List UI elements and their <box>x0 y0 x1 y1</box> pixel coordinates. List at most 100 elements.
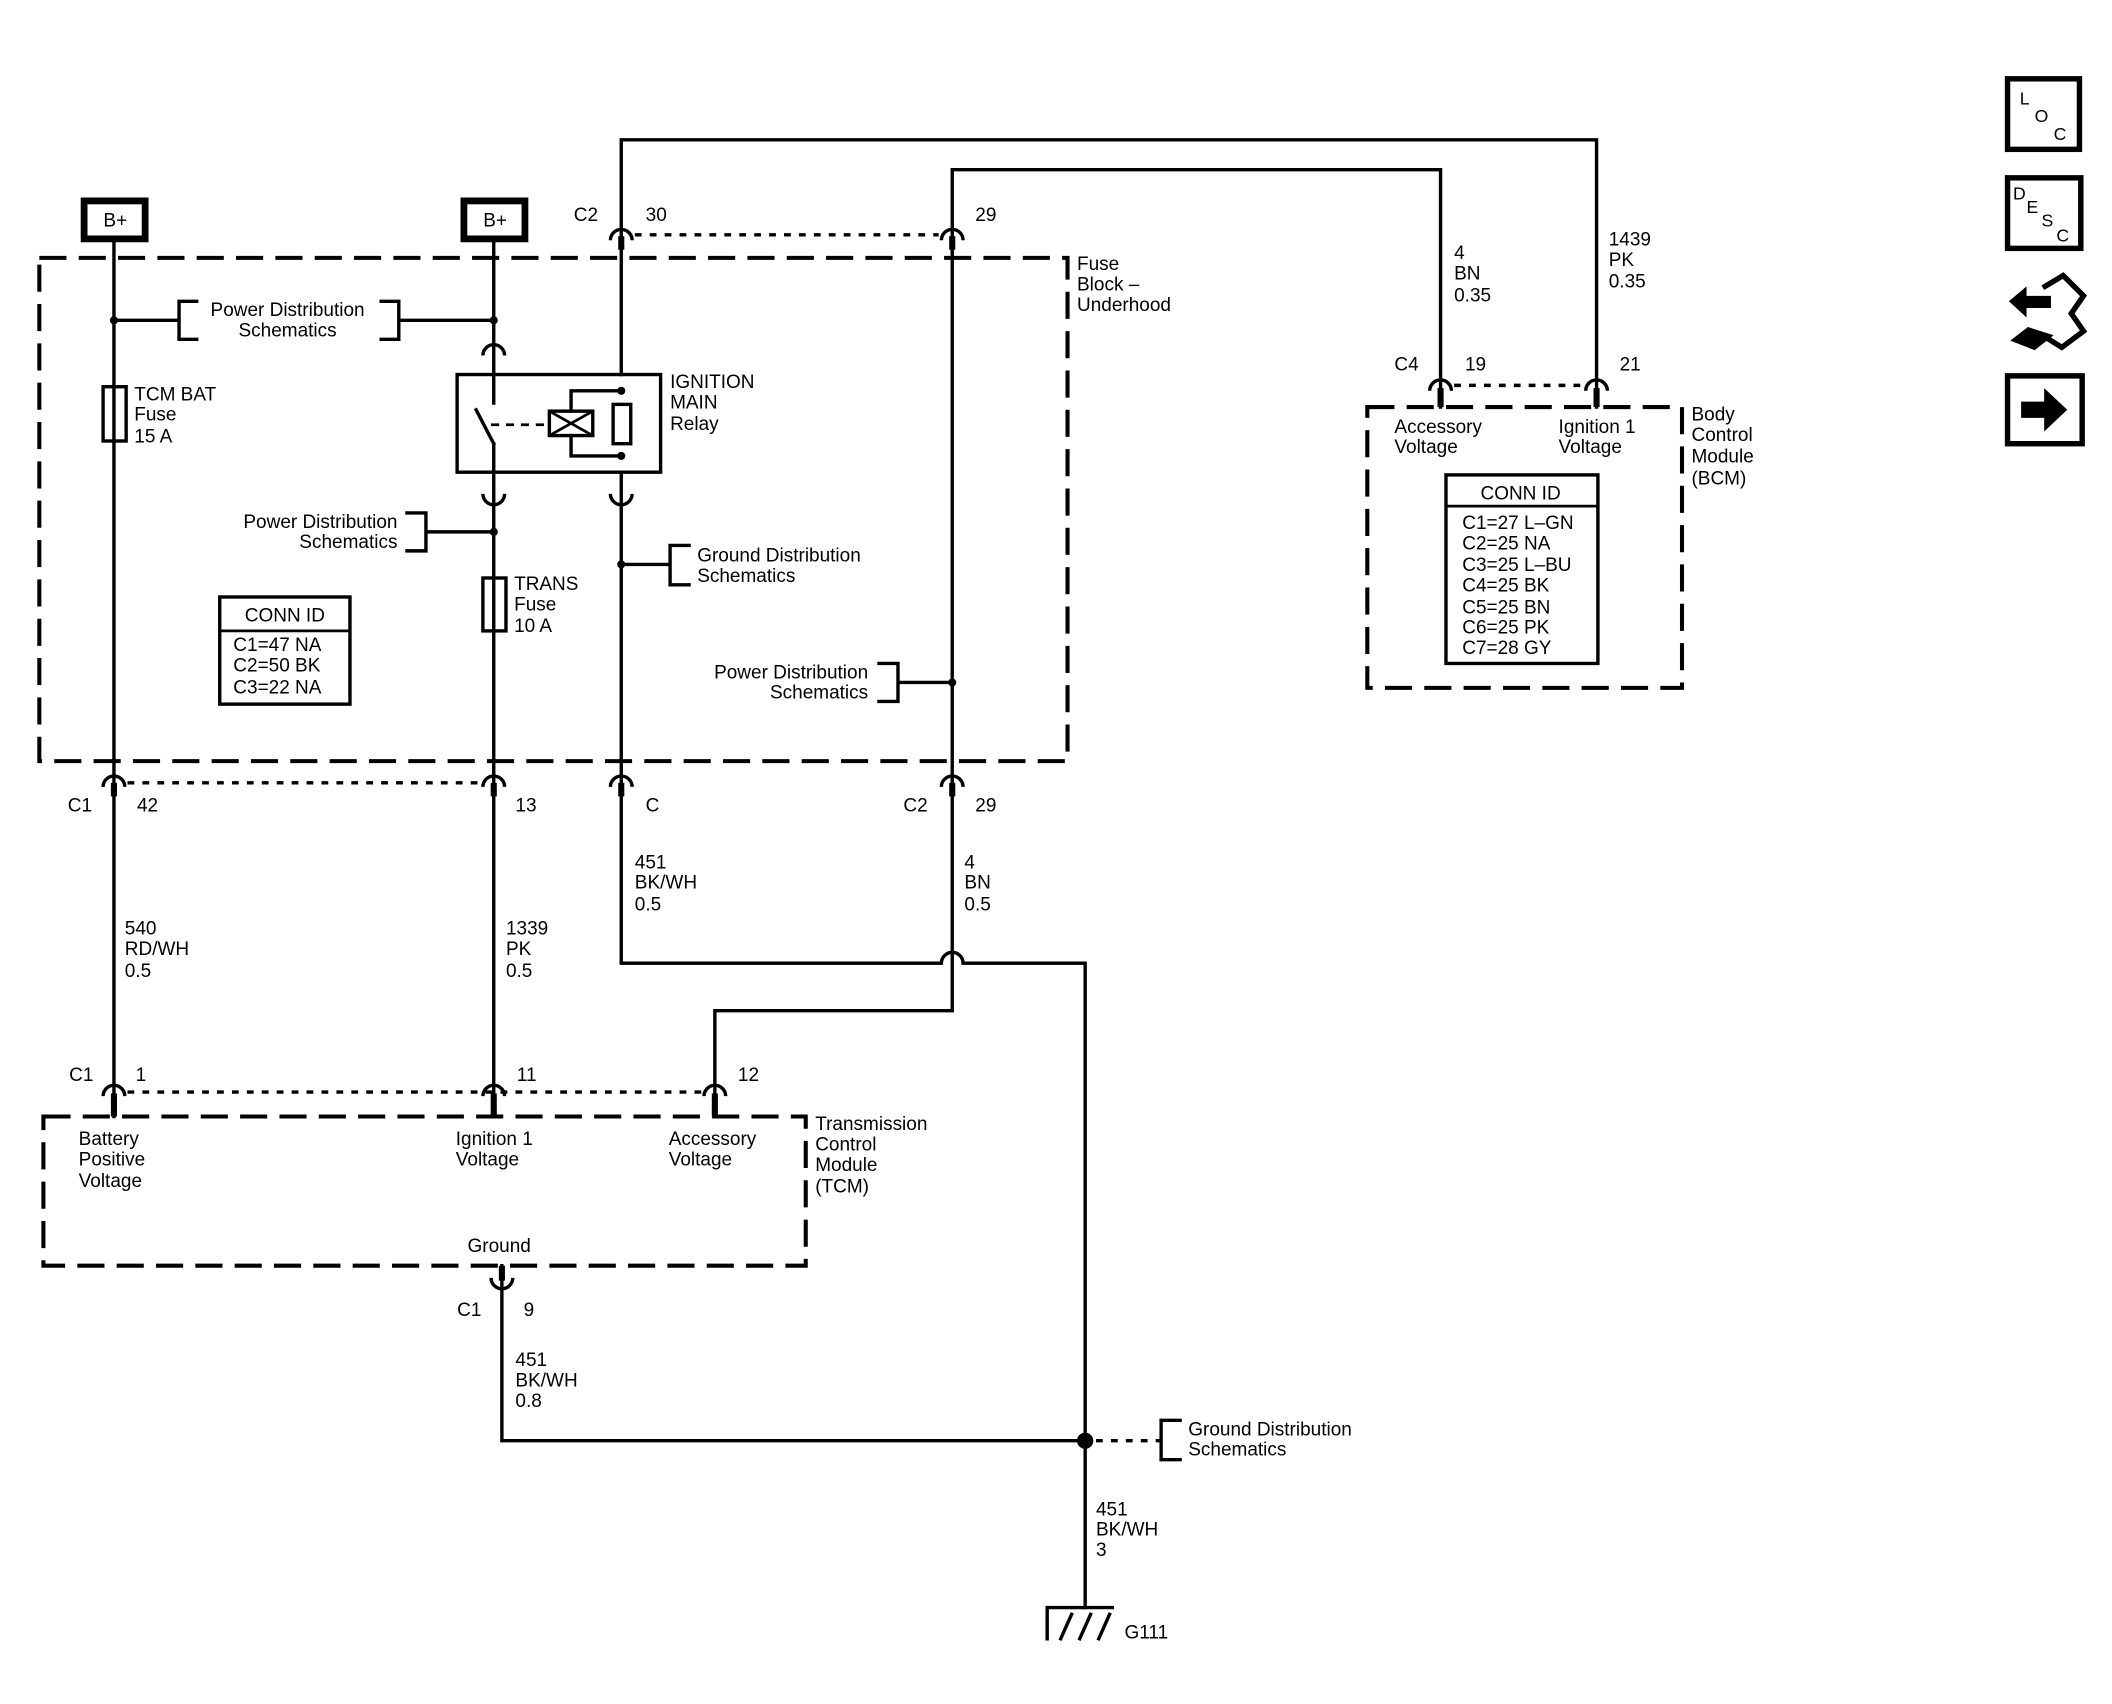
power-distribution-low-line1[interactable]: Power Distribution <box>714 662 868 683</box>
circuit-labels: 451 BK/WH 0.5 4 BN 0.5 540 RD/WH 0.5 133… <box>125 230 1651 1561</box>
power-distribution-mid-line2[interactable]: Schematics <box>299 532 397 553</box>
bottom-connector-c1-label: C1 <box>68 795 92 816</box>
ground-distribution-link-bottom[interactable]: Ground Distribution Schematics <box>1159 1418 1352 1462</box>
b-plus-right-label: B+ <box>483 211 507 232</box>
power-distribution-top-line1[interactable]: Power Distribution <box>211 300 365 321</box>
right-arrow-icon[interactable] <box>2004 373 2085 447</box>
ground-distribution-fuse-block-line2[interactable]: Schematics <box>697 566 795 587</box>
connector-bcm-c4-pin-19 <box>1428 378 1454 391</box>
ground-distribution-link-fuse-block[interactable]: Ground Distribution Schematics <box>619 543 861 587</box>
ground-distribution-fuse-block-bracket <box>619 543 691 587</box>
circuit-451-gauge: 0.5 <box>635 894 661 915</box>
bcm-accessory-voltage-line1: Accessory <box>1394 417 1482 438</box>
tcm-pin-11-label: 11 <box>517 1065 537 1086</box>
fuse-block-label-line3: Underhood <box>1077 295 1171 316</box>
relay-coil-leads <box>569 389 623 458</box>
circuit-451-tcm-number: 451 <box>515 1350 547 1371</box>
top-connector-pin-29-label: 29 <box>975 205 996 226</box>
power-distribution-low-bracket <box>877 661 954 704</box>
ground-distribution-bottom-line2[interactable]: Schematics <box>1188 1440 1286 1461</box>
power-distribution-link-low[interactable]: Power Distribution Schematics <box>714 661 954 704</box>
splice-dot <box>617 451 626 460</box>
desc-icon-frame[interactable] <box>2004 175 2084 252</box>
circuit-4-color: BN <box>964 873 990 894</box>
bcm-pin-21-label: 21 <box>1620 354 1641 375</box>
ignition-main-relay-label-line3: Relay <box>670 414 719 435</box>
connector-c2-pin-30 <box>608 227 634 241</box>
circuit-1339-gauge: 0.5 <box>506 961 532 982</box>
conn-id-row: C2=50 BK <box>233 656 320 677</box>
circuit-540-gauge: 0.5 <box>125 961 151 982</box>
conn-id-header: CONN ID <box>1481 483 1561 504</box>
connector-end-view-icon[interactable] <box>2008 272 2088 351</box>
loc-icon[interactable]: L O C <box>2004 76 2083 153</box>
circuit-4-bcm-gauge: 0.35 <box>1454 285 1491 306</box>
connector-icon-wrench[interactable] <box>2010 327 2054 351</box>
circuit-451-g111-color: BK/WH <box>1096 1520 1158 1541</box>
desc-icon-letter: E <box>2027 197 2039 217</box>
relay-outline <box>455 372 663 474</box>
tcm-label-line1: Transmission <box>815 1114 927 1135</box>
wires <box>112 138 1599 1610</box>
power-distribution-link-top[interactable]: Power Distribution Schematics <box>112 299 496 342</box>
power-distribution-mid-bracket <box>405 511 496 553</box>
conn-id-row: C7=28 GY <box>1462 638 1552 659</box>
trans-fuse-label-line2: Fuse <box>514 595 556 616</box>
bottom-connector-pin-42-label: 42 <box>137 795 158 816</box>
ground-splice <box>1077 1432 1094 1449</box>
circuit-1439-gauge: 0.35 <box>1609 272 1646 293</box>
ground-distribution-bottom-line1[interactable]: Ground Distribution <box>1188 1419 1352 1440</box>
loc-icon-frame[interactable] <box>2004 76 2083 153</box>
bcm-label-line1: Body <box>1691 405 1735 426</box>
circuit-451-g111-gauge: 3 <box>1096 1540 1107 1561</box>
top-connector-pin-30-label: 30 <box>646 205 667 226</box>
bcm-ignition-1-voltage-line2: Voltage <box>1559 437 1622 458</box>
b-plus-right-box <box>460 197 529 243</box>
power-distribution-low-line2[interactable]: Schematics <box>770 683 868 704</box>
tcm-label-line4: (TCM) <box>815 1176 869 1197</box>
connector-icon-arrow[interactable] <box>2008 286 2051 318</box>
bcm-pin-19-label: 19 <box>1465 354 1486 375</box>
circuit-4-gauge: 0.5 <box>964 894 990 915</box>
fuse-block-label-line2: Block – <box>1077 274 1140 295</box>
ground-section: Ground Distribution Schematics G111 <box>1045 1418 1352 1644</box>
power-distribution-mid-line1[interactable]: Power Distribution <box>243 512 397 533</box>
tcm-label-line2: Control <box>815 1134 876 1155</box>
power-distribution-top-line2[interactable]: Schematics <box>239 321 337 342</box>
tcm-battery-positive-voltage-line3: Voltage <box>79 1171 142 1192</box>
connector-tcm-c1-pin-1 <box>101 1083 127 1097</box>
tcm-bottom-connector-c1-label: C1 <box>457 1300 481 1321</box>
loc-icon-letter: O <box>2035 106 2049 126</box>
connector-c1-pin-13 <box>481 774 507 788</box>
bottom-connector-pin-29-label: 29 <box>975 795 996 816</box>
tcm-pin-12-label: 12 <box>738 1065 759 1086</box>
body-control-module: C4 19 21 Accessory Voltage Ignition 1 Vo… <box>1365 354 1754 690</box>
tcm-bat-fuse-label-line1: TCM BAT <box>134 384 216 405</box>
tcm-battery-positive-voltage-line1: Battery <box>79 1129 140 1150</box>
tcm-accessory-voltage-line1: Accessory <box>669 1129 757 1150</box>
circuit-451-g111-number: 451 <box>1096 1499 1128 1520</box>
connector-c2-pin-29-top <box>939 227 965 241</box>
ground-point-label: G111 <box>1125 1623 1169 1644</box>
ground-distribution-fuse-block-line1[interactable]: Ground Distribution <box>697 546 861 567</box>
circuit-1339-color: PK <box>506 939 532 960</box>
loc-icon-letter: L <box>2020 89 2030 109</box>
bottom-connector-pin-13-label: 13 <box>515 795 536 816</box>
bcm-label-line2: Control <box>1691 425 1752 446</box>
bcm-connector-c4-label: C4 <box>1394 354 1418 375</box>
power-distribution-link-mid[interactable]: Power Distribution Schematics <box>243 511 496 553</box>
fuse-block-outline <box>37 255 1070 764</box>
conn-id-row: C3=22 NA <box>233 677 321 698</box>
ignition-main-relay-label-line2: MAIN <box>670 392 717 413</box>
connector-symbols <box>101 227 1610 1291</box>
circuit-1439-color: PK <box>1609 250 1635 271</box>
bcm-label-line3: Module <box>1691 447 1753 468</box>
connector-icon-plug[interactable] <box>2038 272 2088 351</box>
conn-id-row: C6=25 PK <box>1462 618 1549 639</box>
connector-bcm-c4-pin-21 <box>1584 378 1610 391</box>
ignition-main-relay <box>455 372 663 474</box>
trans-fuse-label-line1: TRANS <box>514 574 578 595</box>
desc-icon[interactable]: D E S C <box>2004 175 2084 252</box>
circuit-4-bcm-color: BN <box>1454 264 1480 285</box>
